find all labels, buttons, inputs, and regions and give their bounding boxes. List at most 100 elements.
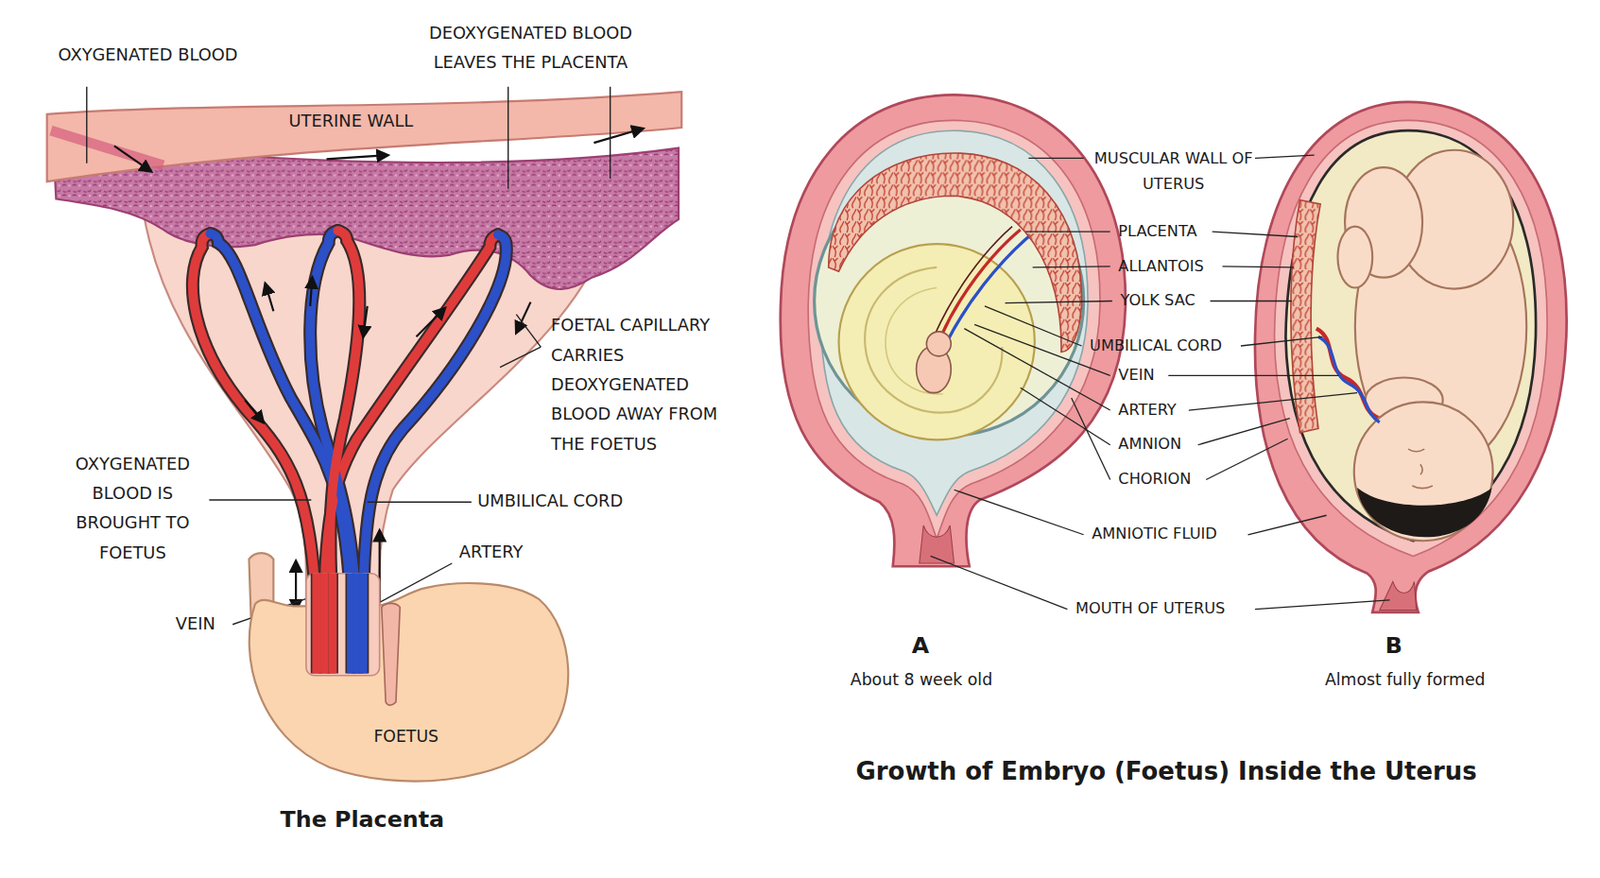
node-label: FOETUS: [232, 726, 580, 747]
uterine-wall-band: [47, 91, 683, 182]
baby-head: [1354, 401, 1494, 541]
leader-line: [1028, 157, 1084, 159]
part-label: OXYGENATED BLOOD IS BROUGHT TO FOETUS: [55, 448, 209, 568]
uterus-b: [1255, 102, 1567, 613]
uterus-lining: [808, 120, 1101, 539]
caption-text: Growth of Embryo (Foetus) Inside the Ute…: [856, 757, 1478, 787]
artery-vessel: [192, 233, 317, 613]
leader-line: [86, 86, 87, 164]
leader-line: [609, 86, 611, 179]
baby-face: [1408, 448, 1433, 489]
part-label: UTERINE WALL: [289, 112, 414, 132]
part-label: VEIN: [1118, 366, 1154, 385]
caption-text: The Placenta: [280, 806, 446, 832]
leader-line: [208, 498, 311, 500]
leader-line: [954, 489, 1084, 535]
amniotic-cavity: [1285, 130, 1536, 541]
part-label: ALLANTOIS: [1118, 257, 1204, 276]
uterus-wall: [1255, 102, 1567, 613]
part-label: VEIN: [175, 615, 216, 635]
wall-streak: [51, 130, 164, 166]
cord-vessel: [311, 573, 321, 674]
part-label: FOETAL CAPILLARY CARRIES DEOXYGENATED BL…: [550, 310, 754, 460]
cord-vessel: [320, 573, 329, 674]
uterus-a: [780, 94, 1126, 567]
part-label: AMNIOTIC FLUID: [1091, 525, 1217, 544]
flow-arrow: [309, 277, 312, 307]
flow-arrow: [114, 145, 152, 172]
leader-line: [1032, 266, 1111, 268]
part-label: PLACENTA: [1118, 223, 1197, 241]
flow-arrow: [362, 306, 367, 337]
part-label: UMBILICAL CORD: [1089, 337, 1222, 356]
leader-line: [1025, 230, 1111, 232]
leader-line: [1205, 438, 1288, 480]
flow-arrow: [265, 283, 275, 311]
cord-stump: [381, 602, 400, 706]
uterus-lining: [1274, 120, 1549, 556]
vessel-outline: [357, 573, 369, 674]
leader-line: [1240, 336, 1323, 346]
node-outline: [232, 573, 580, 791]
leader-line: [930, 555, 1068, 609]
neck-tissue: [919, 525, 955, 564]
umbilical-cord: [940, 229, 1020, 337]
flow-arrow: [244, 399, 263, 423]
amnion-sac: [839, 243, 1035, 440]
umbilical-cord: [934, 226, 1013, 335]
leader-line: [1020, 387, 1111, 445]
baby-foot: [1337, 226, 1373, 289]
part-label: ARTERY: [1118, 401, 1176, 420]
flow-arrow: [416, 308, 446, 337]
umbilical-cord: [1318, 336, 1380, 423]
flow-arrow: [593, 128, 643, 143]
leader-line: [499, 346, 541, 368]
part-label: MOUTH OF UTERUS: [1075, 600, 1225, 619]
foetus-outline: [249, 583, 569, 782]
vessel-outline: [310, 573, 323, 674]
cord-vessel: [359, 573, 368, 674]
leader-line: [1255, 154, 1315, 158]
artery-vessel: [329, 230, 360, 613]
leader-line: [516, 314, 541, 348]
flow-arrow: [326, 154, 389, 159]
leader-line: [1255, 600, 1391, 610]
vessel-outline: [351, 573, 363, 674]
part-label: About 8 week old: [850, 670, 993, 690]
cord-vessel: [328, 573, 338, 674]
uterus-wall: [780, 94, 1126, 567]
leader-line: [507, 86, 509, 190]
part-label: AMNION: [1118, 435, 1182, 454]
flow-arrows: [114, 128, 643, 611]
part-label: OXYGENATED BLOOD: [58, 46, 239, 66]
leader-line: [1005, 301, 1113, 304]
embryo-head: [926, 331, 951, 357]
leader-line: [1247, 515, 1326, 535]
leader-line: [1168, 375, 1339, 377]
leader-line: [1071, 397, 1111, 480]
leader-line: [1210, 300, 1292, 302]
part-label: ARTERY: [459, 543, 524, 563]
leader-line: [1188, 393, 1358, 411]
cord-sheath: [306, 573, 380, 676]
leader-line: [1198, 418, 1291, 446]
neck-tissue: [1379, 581, 1417, 610]
leader-lines: [930, 154, 1391, 609]
leader-line: [367, 501, 472, 503]
vessel-outline: [344, 573, 357, 674]
part-label: CHORION: [1118, 470, 1191, 489]
vessel-outline: [318, 573, 330, 674]
baby-hair: [1357, 487, 1493, 537]
part-label: Almost fully formed: [1324, 670, 1485, 690]
part-label: YOLK SAC: [1120, 292, 1196, 310]
leader-line: [984, 306, 1083, 346]
leader-line: [1221, 266, 1294, 268]
foetus-shape: FOETUS: [232, 573, 580, 791]
part-label: UMBILICAL CORD: [477, 492, 623, 512]
part-label: DEOXYGENATED BLOOD LEAVES THE PLACENTA: [408, 17, 654, 78]
vessel-outline: [326, 573, 339, 674]
caption-text: B: [1385, 633, 1403, 659]
caption-text: A: [911, 633, 930, 659]
